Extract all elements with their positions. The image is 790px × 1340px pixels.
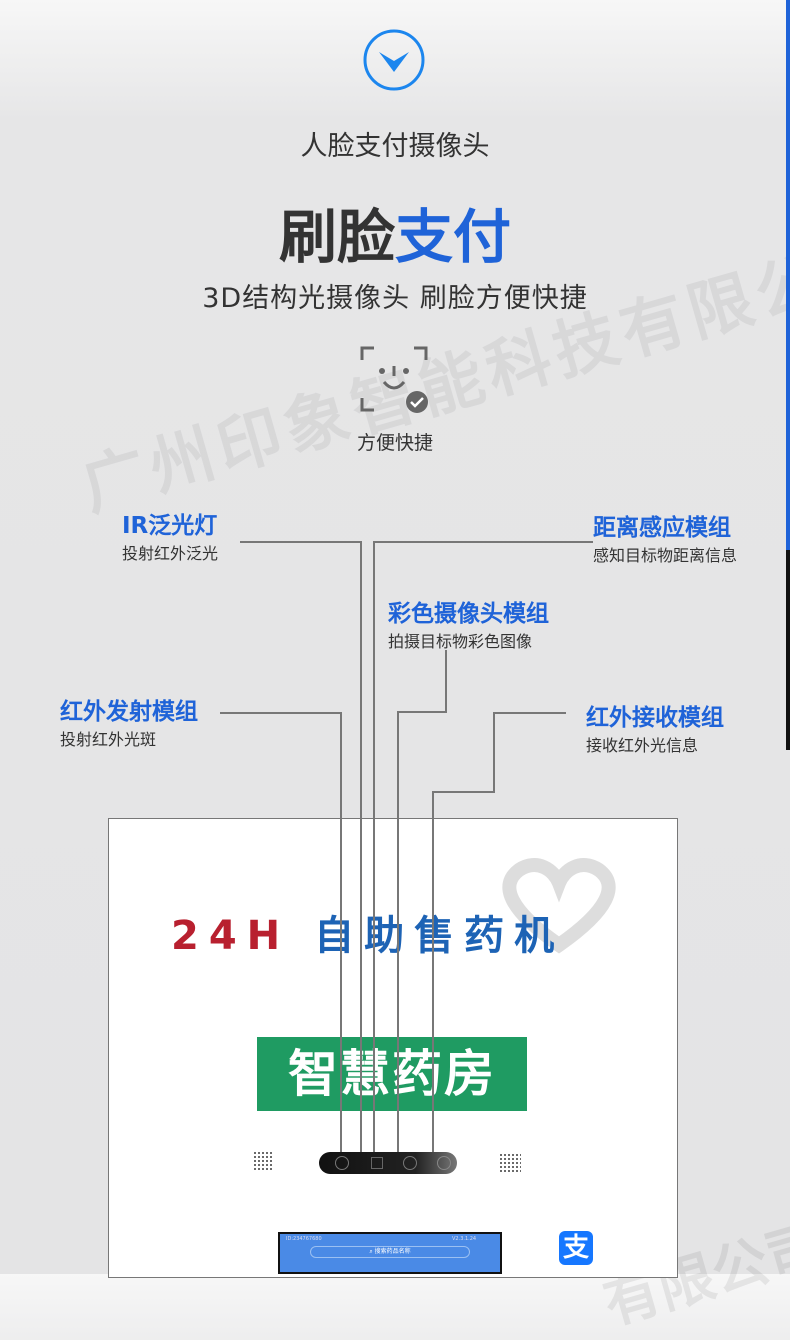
lens-icon [335,1156,349,1170]
callout-desc: 投射红外光斑 [60,730,157,749]
lens-icon [437,1156,451,1170]
callout-desc: 感知目标物距离信息 [593,546,738,565]
banner-text: 自助售药机 [314,913,565,959]
callout-ir-recv: 红外接收模组接收红外光信息 [586,698,724,756]
subtitle: 人脸支付摄像头 [300,131,490,162]
alipay-logo: 支 [559,1231,593,1265]
banner: 24H 自助售药机 [171,903,564,961]
callout-desc: 拍摄目标物彩色图像 [388,632,533,651]
search-input[interactable]: ⌕ 搜索药品名称 [310,1246,470,1258]
edge-strip-dark [786,550,790,750]
screen-version: V2.3.1.24 [452,1236,477,1242]
sensor-icon [371,1157,383,1169]
pharmacy-sign: 智慧药房 [257,1037,527,1111]
callout-distance: 距离感应模组感知目标物距离信息 [593,508,737,566]
chevron-down-circle-icon [363,29,425,91]
feature-label: 方便快捷 [356,432,433,454]
screen-id: ID:234767680 [286,1236,322,1242]
page-title: 刷脸支付 [0,190,790,274]
speaker-right-icon [499,1153,521,1173]
search-placeholder: 搜索药品名称 [374,1248,411,1255]
callout-title: 红外接收模组 [586,705,724,731]
callout-title: IR泛光灯 [122,513,218,539]
line-ir-recv [432,712,566,1152]
vending-machine: 24H 自助售药机 智慧药房 [108,818,678,1278]
tagline: 3D结构光摄像头 刷脸方便快捷 [202,283,588,314]
line-color-cam [397,650,447,1152]
callout-ir-emit: 红外发射模组投射红外光斑 [60,692,198,750]
heart-watermark-icon [502,858,616,954]
line-ir [240,541,362,1152]
3d-camera-module [319,1152,457,1174]
face-scan-check-icon [360,346,428,413]
title-dark: 刷脸 [278,203,395,271]
line-distance [373,541,593,1152]
callout-title: 红外发射模组 [60,699,198,725]
callout-desc: 投射红外泛光 [122,544,219,563]
banner-24h: 24H [171,913,291,959]
line-ir-emit [220,712,342,1152]
lens-icon [403,1156,417,1170]
title-blue: 支付 [395,203,512,271]
speaker-left-icon [253,1151,273,1171]
callout-color-cam: 彩色摄像头模组拍摄目标物彩色图像 [388,594,549,652]
edge-strip [786,0,790,550]
callout-desc: 接收红外光信息 [586,736,699,755]
callout-title: 距离感应模组 [593,515,731,541]
touch-screen[interactable]: ID:234767680 V2.3.1.24 ⌕ 搜索药品名称 [278,1232,502,1274]
callout-title: 彩色摄像头模组 [388,601,549,627]
callout-ir: IR泛光灯投射红外泛光 [122,506,218,564]
callout-lines [220,541,593,1152]
